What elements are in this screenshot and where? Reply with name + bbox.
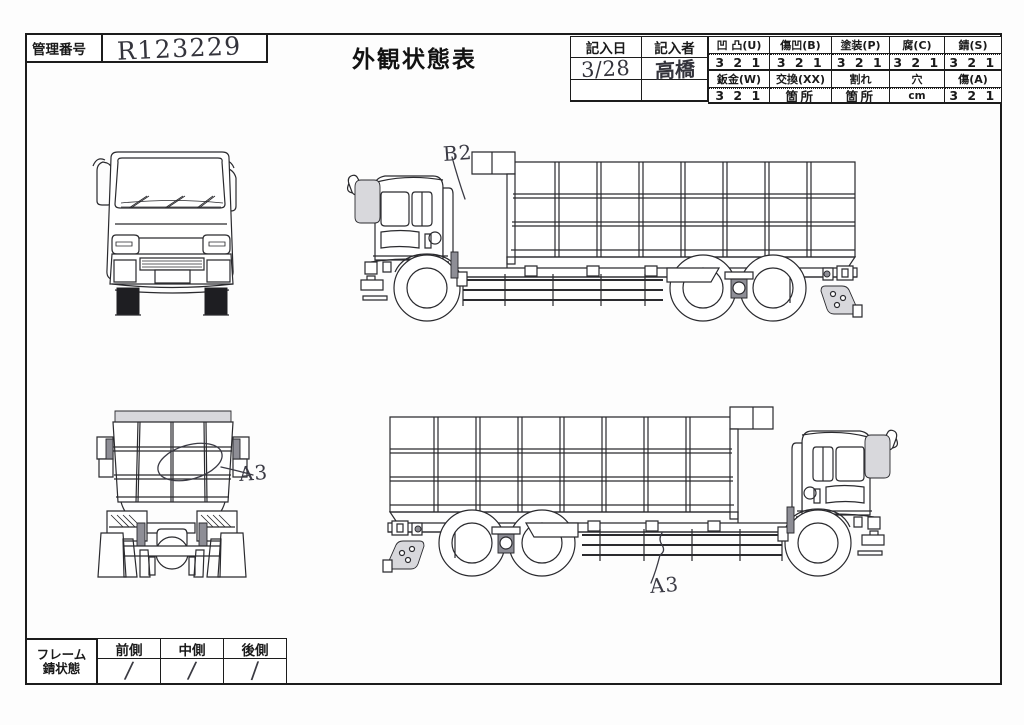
- frame-rust-col-1-header: 中側: [161, 638, 224, 659]
- date-value: 3/28: [580, 55, 632, 82]
- damage-col-3-scale2[interactable]: cm: [890, 88, 945, 104]
- inspector-spacer-cell: [642, 80, 708, 102]
- damage-col-1-scale2[interactable]: 箇所: [770, 88, 832, 104]
- frame-rust-col-0-header-text: 前側: [115, 642, 143, 659]
- sheet-border: [25, 33, 1002, 685]
- date-label-cell: 記入日: [570, 36, 642, 58]
- frame-rust-col-1-header-text: 中側: [178, 642, 206, 659]
- annotation-b2-leader: [430, 155, 480, 215]
- inspector-label: 記入者: [654, 41, 695, 57]
- damage-col-3-scale[interactable]: 3 2 1: [890, 54, 945, 70]
- damage-col-0-label2: 鈑金(W): [708, 70, 770, 88]
- damage-col-2-scale-text: 3 2 1: [836, 54, 885, 70]
- frame-rust-col-0-value-text: /: [123, 657, 135, 685]
- damage-col-1-label2: 交換(XX): [770, 70, 832, 88]
- damage-col-0-scale[interactable]: 3 2 1: [708, 54, 770, 70]
- frame-rust-label-line1: フレーム: [36, 646, 87, 662]
- damage-col-4-scale2-text: 3 2 1: [949, 88, 997, 103]
- damage-col-1-label-text: 傷凹(B): [780, 39, 821, 52]
- damage-col-4-label: 錆(S): [945, 36, 1002, 54]
- page-title: 外観状態表: [352, 47, 477, 73]
- damage-col-3-label: 腐(C): [890, 36, 945, 54]
- control-number-value: R123229: [116, 30, 243, 66]
- frame-rust-col-2-value-text: /: [250, 657, 260, 685]
- rear-view-truck: [85, 405, 265, 590]
- damage-col-4-scale[interactable]: 3 2 1: [945, 54, 1002, 70]
- damage-col-0-scale2[interactable]: 3 2 1: [708, 88, 770, 104]
- damage-col-4-scale2[interactable]: 3 2 1: [945, 88, 1002, 104]
- damage-col-1-label: 傷凹(B): [770, 36, 832, 54]
- damage-col-4-label2: 傷(A): [945, 70, 1002, 88]
- damage-col-1-scale-text: 3 2 1: [776, 54, 825, 70]
- frame-rust-col-0-header: 前側: [98, 638, 161, 659]
- control-number-label-cell: 管理番号: [25, 33, 103, 63]
- damage-col-3-label-text: 腐(C): [902, 39, 932, 52]
- frame-rust-col-0-value[interactable]: /: [98, 657, 161, 685]
- control-number-label: 管理番号: [32, 42, 86, 58]
- damage-col-2-label-text: 塗装(P): [840, 39, 881, 52]
- frame-rust-row-label: フレーム 錆状態: [25, 638, 98, 685]
- damage-col-3-scale-text: 3 2 1: [893, 54, 941, 70]
- damage-col-4-scale-text: 3 2 1: [949, 54, 997, 70]
- frame-rust-col-2-header: 後側: [224, 638, 287, 659]
- damage-col-0-label: 凹 凸(U): [708, 36, 770, 54]
- damage-col-2-label: 塗装(P): [832, 36, 890, 54]
- damage-col-0-scale2-text: 3 2 1: [715, 88, 763, 103]
- damage-col-2-label2-text: 割れ: [849, 73, 872, 86]
- damage-col-2-scale2-text: 箇所: [845, 89, 876, 104]
- damage-col-2-label2: 割れ: [832, 70, 890, 88]
- damage-col-0-scale-text: 3 2 1: [715, 54, 763, 70]
- damage-col-1-scale[interactable]: 3 2 1: [770, 54, 832, 70]
- damage-col-0-label2-text: 鈑金(W): [716, 73, 762, 86]
- damage-col-3-label2: 穴: [890, 70, 945, 88]
- inspector-label-cell: 記入者: [642, 36, 708, 58]
- damage-col-2-scale[interactable]: 3 2 1: [832, 54, 890, 70]
- left-side-view-truck: [345, 150, 880, 325]
- frame-rust-col-2-header-text: 後側: [241, 642, 269, 659]
- damage-col-2-scale2[interactable]: 箇所: [832, 88, 890, 104]
- frame-rust-col-1-value-text: /: [186, 657, 198, 685]
- frame-rust-col-2-value[interactable]: /: [224, 657, 287, 685]
- damage-col-4-label2-text: 傷(A): [958, 73, 988, 86]
- damage-col-3-label2-text: 穴: [911, 73, 923, 86]
- damage-col-1-scale2-text: 箇所: [785, 89, 816, 104]
- damage-col-4-label-text: 錆(S): [958, 39, 988, 52]
- damage-col-3-scale2-text: cm: [908, 89, 926, 102]
- frame-rust-label-line2: 錆状態: [42, 660, 81, 676]
- front-view-truck: [85, 140, 260, 325]
- damage-col-0-label-text: 凹 凸(U): [716, 39, 762, 52]
- control-number-value-cell[interactable]: R123229: [103, 30, 268, 66]
- inspector-value-cell[interactable]: 高橋: [642, 57, 708, 83]
- damage-col-1-label2-text: 交換(XX): [775, 73, 826, 86]
- frame-rust-col-1-value[interactable]: /: [161, 657, 224, 685]
- date-value-cell[interactable]: 3/28: [570, 55, 642, 82]
- date-spacer-cell: [570, 80, 642, 102]
- right-side-view-truck: [370, 405, 900, 585]
- date-label: 記入日: [585, 41, 627, 57]
